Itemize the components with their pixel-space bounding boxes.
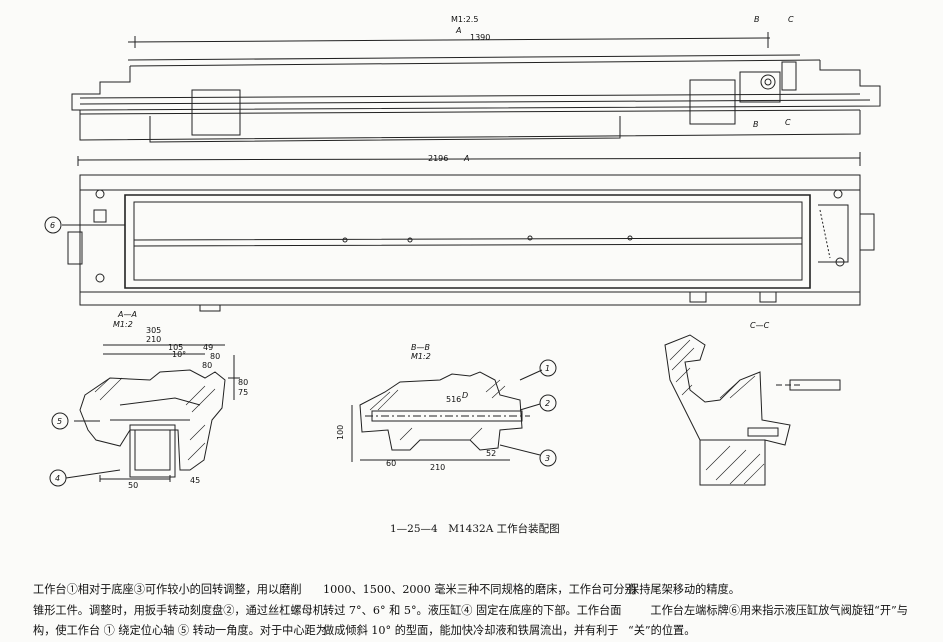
top-view-dim-2196: 2196 <box>428 154 448 163</box>
dim-bb-210: 210 <box>430 463 445 472</box>
top-view-scale: M1:2.5 <box>451 15 478 24</box>
top-view-dim-1390: 1390 <box>470 33 490 42</box>
dim-aa-80-c: 80 <box>238 378 248 387</box>
dim-aa-75: 75 <box>238 388 248 397</box>
dim-bb-52: 52 <box>486 449 496 458</box>
dim-aa-45: 45 <box>190 476 200 485</box>
dim-aa-angle: 10° <box>172 350 186 359</box>
dim-bb-d: D <box>462 391 468 400</box>
top-view-section-b-upper: B <box>754 15 760 24</box>
col1-line-3: 构，使工作台 ① 绕定位心轴 ⑤ 转动一角度。对于中心距为 <box>33 624 327 637</box>
col2-line-3: 做成倾斜 10° 的型面，能加快冷却液和铁屑流出，并有利于 <box>323 624 619 637</box>
callout-3-circle <box>539 449 557 467</box>
top-view-section-a: A <box>463 154 469 163</box>
dim-aa-305: 305 <box>146 326 161 335</box>
col3-line-3: “关”的位置。 <box>628 624 696 637</box>
section-bb-scale: M1:2 <box>411 352 431 361</box>
section-aa-title: A—A <box>117 310 137 319</box>
dim-bb-100: 100 <box>336 425 345 440</box>
callout-5: 5 <box>57 417 62 426</box>
top-view-section-b-lower: B <box>753 120 759 129</box>
callout-1-circle <box>539 359 557 377</box>
col3-line-2: 工作台左端标牌⑥用来指示液压缸放气阀旋钮“开”与 <box>628 603 908 617</box>
callout-3: 3 <box>545 454 550 463</box>
col1-line-1: 工作台①相对于底座③可作较小的回转调整，用以磨削 <box>33 583 302 596</box>
dim-bb-516: 516 <box>446 395 461 404</box>
section-cc-title: C—C <box>750 321 770 330</box>
dim-aa-50: 50 <box>128 481 138 490</box>
assembly-drawing: M1:2.5 A 1390 B C B C 2196 A 6 A—A M1:2 … <box>44 15 881 490</box>
figure-caption: 1—25—4 M1432A 工作台装配图 <box>390 523 560 535</box>
dim-aa-80-b: 80 <box>202 361 212 370</box>
dim-aa-105: 105 <box>168 343 183 352</box>
callout-5-circle <box>51 412 69 430</box>
callout-4: 4 <box>55 474 60 483</box>
body-column-1: 工作台①相对于底座③可作较小的回转调整，用以磨削 锥形工件。调整时，用扳手转动刻… <box>33 580 327 642</box>
col2-line-1: 1000、1500、2000 毫米三种不同规格的磨床，工作台可分别 <box>323 583 636 596</box>
col3-line-1: 保持尾架移动的精度。 <box>628 583 740 596</box>
col2-line-2: 转过 7°、6° 和 5°。液压缸④ 固定在底座的下部。工作台面 <box>323 603 622 617</box>
top-view-section-a-top: A <box>455 26 461 35</box>
dim-aa-49: 49 <box>203 343 213 352</box>
dim-aa-80-a: 80 <box>210 352 220 361</box>
dim-bb-60: 60 <box>386 459 396 468</box>
top-view-section-c-lower: C <box>785 118 791 127</box>
callout-2: 2 <box>545 399 550 408</box>
callout-1: 1 <box>545 364 550 373</box>
body-column-3: 保持尾架移动的精度。 工作台左端标牌⑥用来指示液压缸放气阀旋钮“开”与 “关”的… <box>628 580 908 642</box>
body-column-2: 1000、1500、2000 毫米三种不同规格的磨床，工作台可分别 转过 7°、… <box>323 580 636 642</box>
callout-2-circle <box>539 394 557 412</box>
callout-4-circle <box>49 469 67 487</box>
col1-line-2: 锥形工件。调整时，用扳手转动刻度盘②，通过丝杠螺母机 <box>33 603 324 617</box>
top-view-section-c-upper: C <box>788 15 794 24</box>
section-bb-title: B—B <box>411 343 430 352</box>
callout-6-circle <box>44 216 62 234</box>
callout-6: 6 <box>50 221 55 230</box>
dim-aa-210: 210 <box>146 335 161 344</box>
section-aa-scale: M1:2 <box>113 320 133 329</box>
